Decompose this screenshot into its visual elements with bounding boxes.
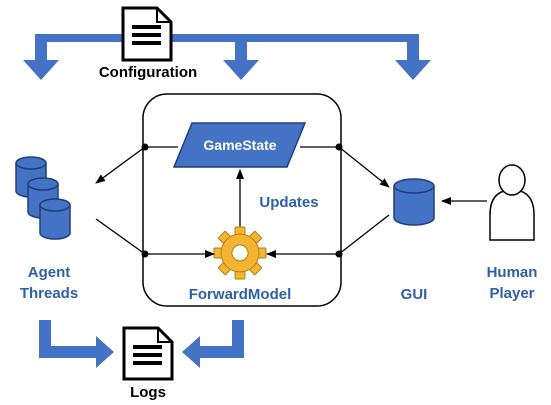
human-label: Human <box>487 264 538 281</box>
person-icon <box>489 164 535 241</box>
configuration-distribution-arrows <box>23 34 431 80</box>
updates-label: Updates <box>259 194 318 211</box>
logs-arrows <box>39 320 244 368</box>
agent-label: Agent <box>28 264 71 281</box>
game-state-label: GameState <box>203 137 276 153</box>
configuration-document-icon <box>121 6 173 62</box>
connector-lines <box>95 146 487 258</box>
gui-label: GUI <box>401 286 428 303</box>
connector-dots <box>141 143 343 258</box>
gui-database-icon <box>393 178 435 226</box>
logs-label: Logs <box>130 384 166 401</box>
threads-label: Threads <box>20 285 78 302</box>
logs-document-icon <box>122 326 174 381</box>
agent-threads-database-icon <box>15 156 71 240</box>
configuration-label: Configuration <box>99 64 197 81</box>
forward-model-label: ForwardModel <box>189 286 292 303</box>
gear-icon <box>213 226 267 280</box>
player-label: Player <box>489 285 534 302</box>
game-state-shape <box>172 122 307 168</box>
